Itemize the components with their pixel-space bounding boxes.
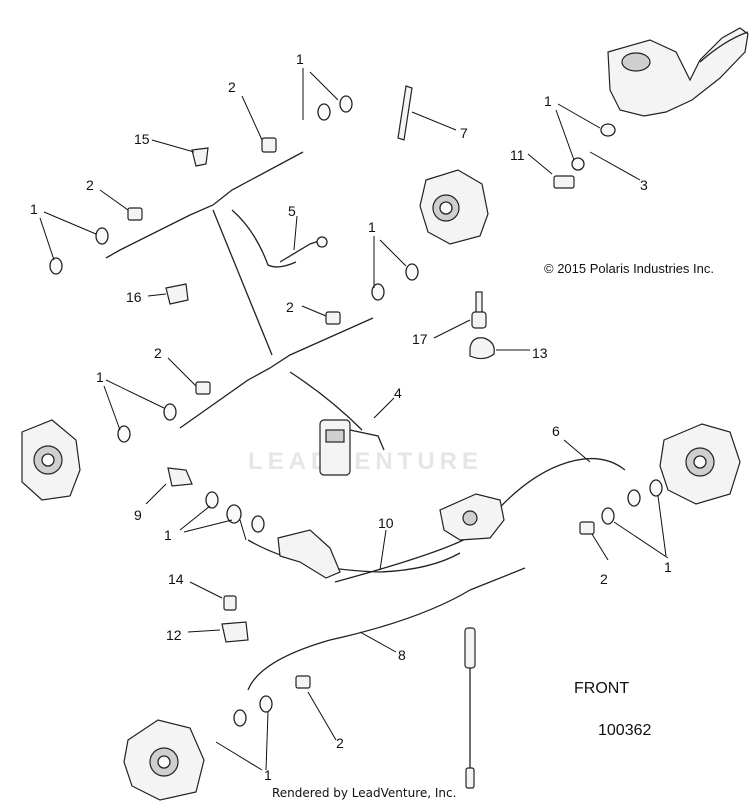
banjo-bolt	[127, 137, 595, 689]
callout-1-top: 1	[296, 51, 304, 67]
callout-10: 10	[378, 515, 394, 531]
callout-2-top: 2	[228, 79, 236, 95]
copyright-text: © 2015 Polaris Industries Inc.	[544, 261, 714, 276]
callout-1-rear-left: 1	[164, 527, 172, 543]
callout-16: 16	[126, 289, 142, 305]
master-cylinder	[607, 27, 749, 117]
callout-12: 12	[166, 627, 182, 643]
callout-14: 14	[168, 571, 184, 587]
sealing-washer	[49, 95, 663, 727]
callout-11: 11	[510, 147, 525, 163]
clamp-12	[221, 621, 249, 643]
callout-4: 4	[394, 385, 402, 401]
callout-5: 5	[288, 203, 296, 219]
callout-1-left: 1	[30, 201, 38, 217]
callout-1-bottom: 1	[264, 767, 272, 783]
render-credit: Rendered by LeadVenture, Inc.	[272, 786, 457, 800]
diagram-number: 100362	[598, 722, 652, 739]
sensor-line-vertical	[464, 627, 476, 789]
bolt-11	[553, 175, 575, 189]
fitting-9	[167, 467, 193, 487]
rear-master-cylinder	[277, 493, 505, 579]
callout-13: 13	[532, 345, 548, 361]
rear-caliper-left	[123, 719, 205, 801]
callout-3: 3	[640, 177, 648, 193]
brake-line-lower-tee	[179, 317, 374, 431]
switch-17	[471, 291, 487, 329]
brake-line-rear-left	[247, 539, 461, 573]
clip-13	[469, 337, 495, 360]
fastener-15	[191, 147, 209, 167]
callout-1-rear-right: 1	[664, 559, 672, 575]
callout-1-middle: 1	[368, 219, 376, 235]
front-caliper-left	[21, 419, 81, 501]
callout-15: 15	[134, 131, 150, 147]
brake-line-rear-right-long	[334, 457, 626, 583]
callout-2-lower-left: 2	[154, 345, 162, 361]
callout-2-middle: 2	[286, 299, 294, 315]
leader-lines	[39, 68, 669, 771]
brake-line-rear-lower	[247, 567, 526, 691]
callout-17: 17	[412, 331, 428, 347]
bolt-14	[223, 595, 237, 611]
callout-9: 9	[134, 507, 142, 523]
callout-labels: 1 2 15 2 1 5 1 2 16 2 1 7 1 11 3 17 13 4…	[30, 51, 672, 783]
proportioning-valve	[319, 419, 385, 476]
rod-7	[397, 85, 413, 141]
callout-2-left: 2	[86, 177, 94, 193]
callout-8: 8	[398, 647, 406, 663]
callout-2-bottom: 2	[336, 735, 344, 751]
callout-1-lower-left: 1	[96, 369, 104, 385]
callout-1-master: 1	[544, 93, 552, 109]
callout-6: 6	[552, 423, 560, 439]
watermark-text: LEADVENTURE	[248, 448, 484, 475]
brake-hose-5	[279, 236, 328, 263]
callout-7: 7	[460, 125, 468, 141]
front-label: FRONT	[574, 680, 630, 697]
brake-line-upper-tee-to-front	[105, 151, 304, 356]
clip-16	[165, 283, 189, 305]
callout-2-rear-right: 2	[600, 571, 608, 587]
front-caliper-upper	[419, 169, 489, 245]
rear-caliper-right	[659, 423, 741, 505]
